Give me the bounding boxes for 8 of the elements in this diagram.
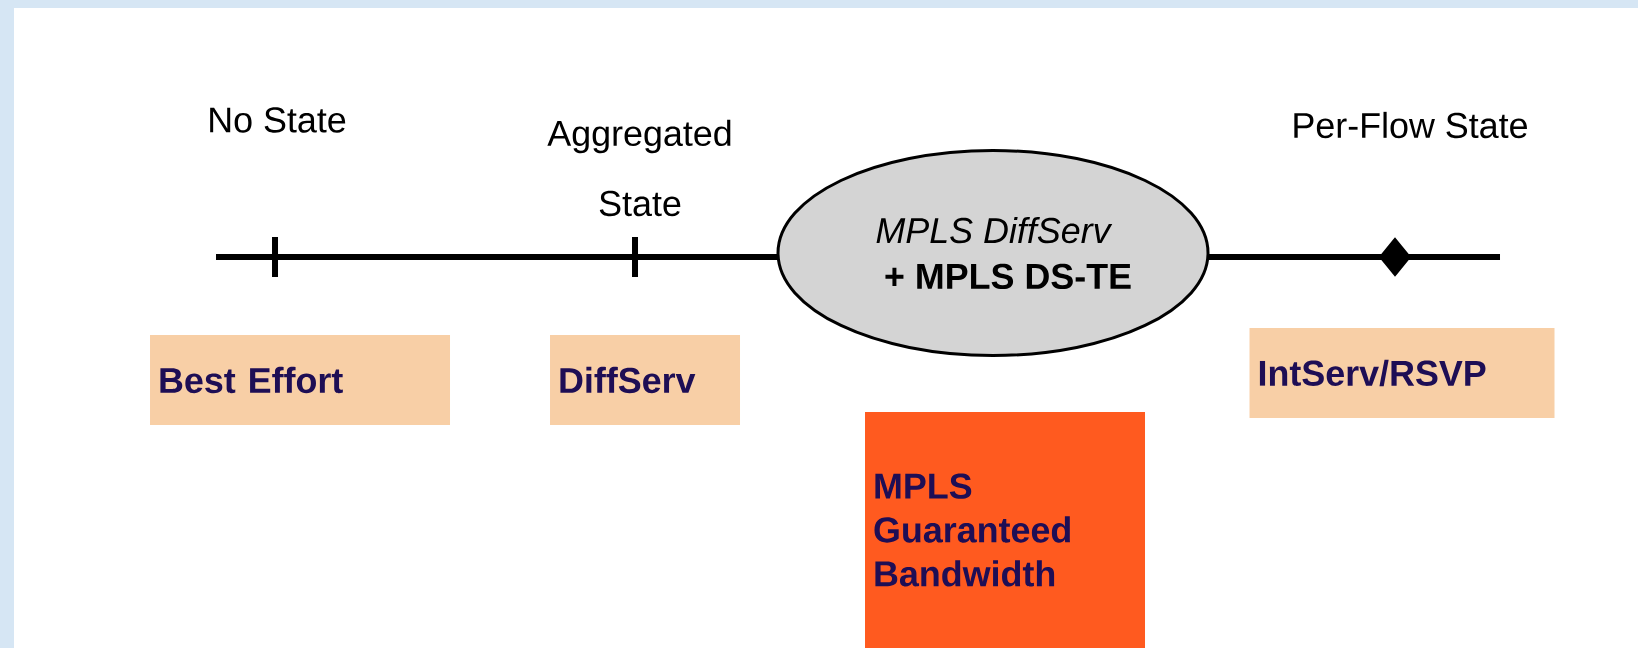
label-box: IntServ/RSVP — [1249, 328, 1555, 418]
axis-label: Aggregated State — [547, 119, 731, 217]
axis-label: Per-Flow State — [1294, 111, 1527, 139]
label-box: MPLS Guaranteed Bandwidth — [865, 412, 1145, 648]
axis-label: No State — [210, 107, 346, 133]
ellipse-node: MPLS DiffServ + MPLS DS-TE — [776, 149, 1210, 357]
label-box: Best Effort — [150, 335, 450, 425]
label-box: DiffServ — [550, 335, 740, 425]
